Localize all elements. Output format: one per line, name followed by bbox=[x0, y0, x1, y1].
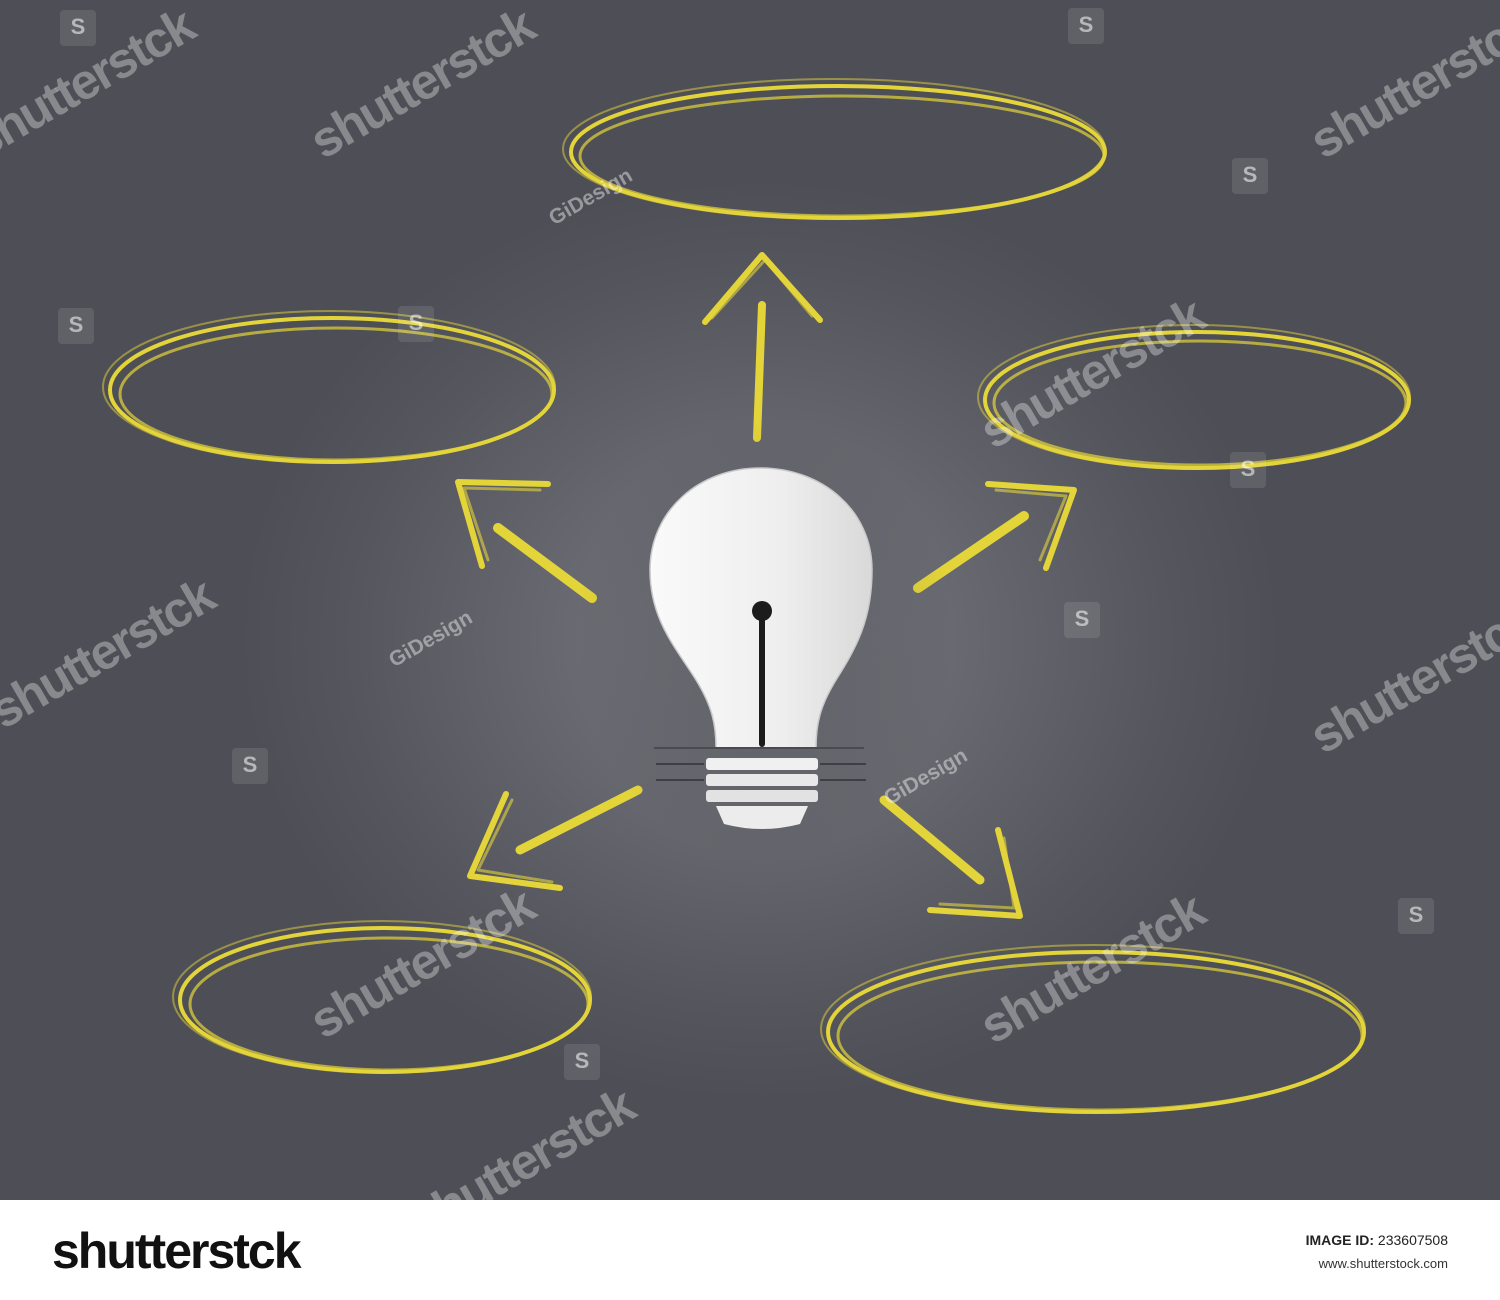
diagram-canvas: shutterstck shutterstck shutterstck shut… bbox=[0, 0, 1500, 1200]
node-left-upper bbox=[102, 310, 556, 464]
watermark-icon bbox=[564, 1044, 600, 1080]
node-right-upper bbox=[977, 324, 1411, 470]
watermark-icon bbox=[1232, 158, 1268, 194]
watermark-icon bbox=[60, 10, 96, 46]
node-top bbox=[562, 78, 1107, 220]
mindmap-diagram bbox=[102, 78, 1411, 1114]
watermark-icon bbox=[1230, 452, 1266, 488]
node-right-lower bbox=[820, 944, 1366, 1114]
arrow-down-right bbox=[879, 795, 1023, 919]
lightbulb-icon bbox=[575, 420, 955, 860]
watermark-icon bbox=[1064, 602, 1100, 638]
watermark-icon bbox=[398, 306, 434, 342]
image-id: IMAGE ID: 233607508 bbox=[1306, 1232, 1448, 1248]
watermark-icon bbox=[1398, 898, 1434, 934]
footer-logo: shutterstck bbox=[52, 1223, 302, 1279]
arrow-down-left bbox=[467, 785, 643, 891]
watermark-icon bbox=[1068, 8, 1104, 44]
watermark-icon bbox=[58, 308, 94, 344]
image-id-value: 233607508 bbox=[1377, 1232, 1448, 1248]
arrow-up-left bbox=[455, 479, 597, 603]
footer-bar bbox=[0, 1200, 1500, 1300]
footer-url: www.shutterstock.com bbox=[1318, 1256, 1448, 1271]
watermark-icon bbox=[232, 748, 268, 784]
arrow-up bbox=[702, 252, 823, 442]
image-id-label: IMAGE ID: bbox=[1305, 1232, 1375, 1248]
node-left-lower bbox=[172, 920, 592, 1074]
